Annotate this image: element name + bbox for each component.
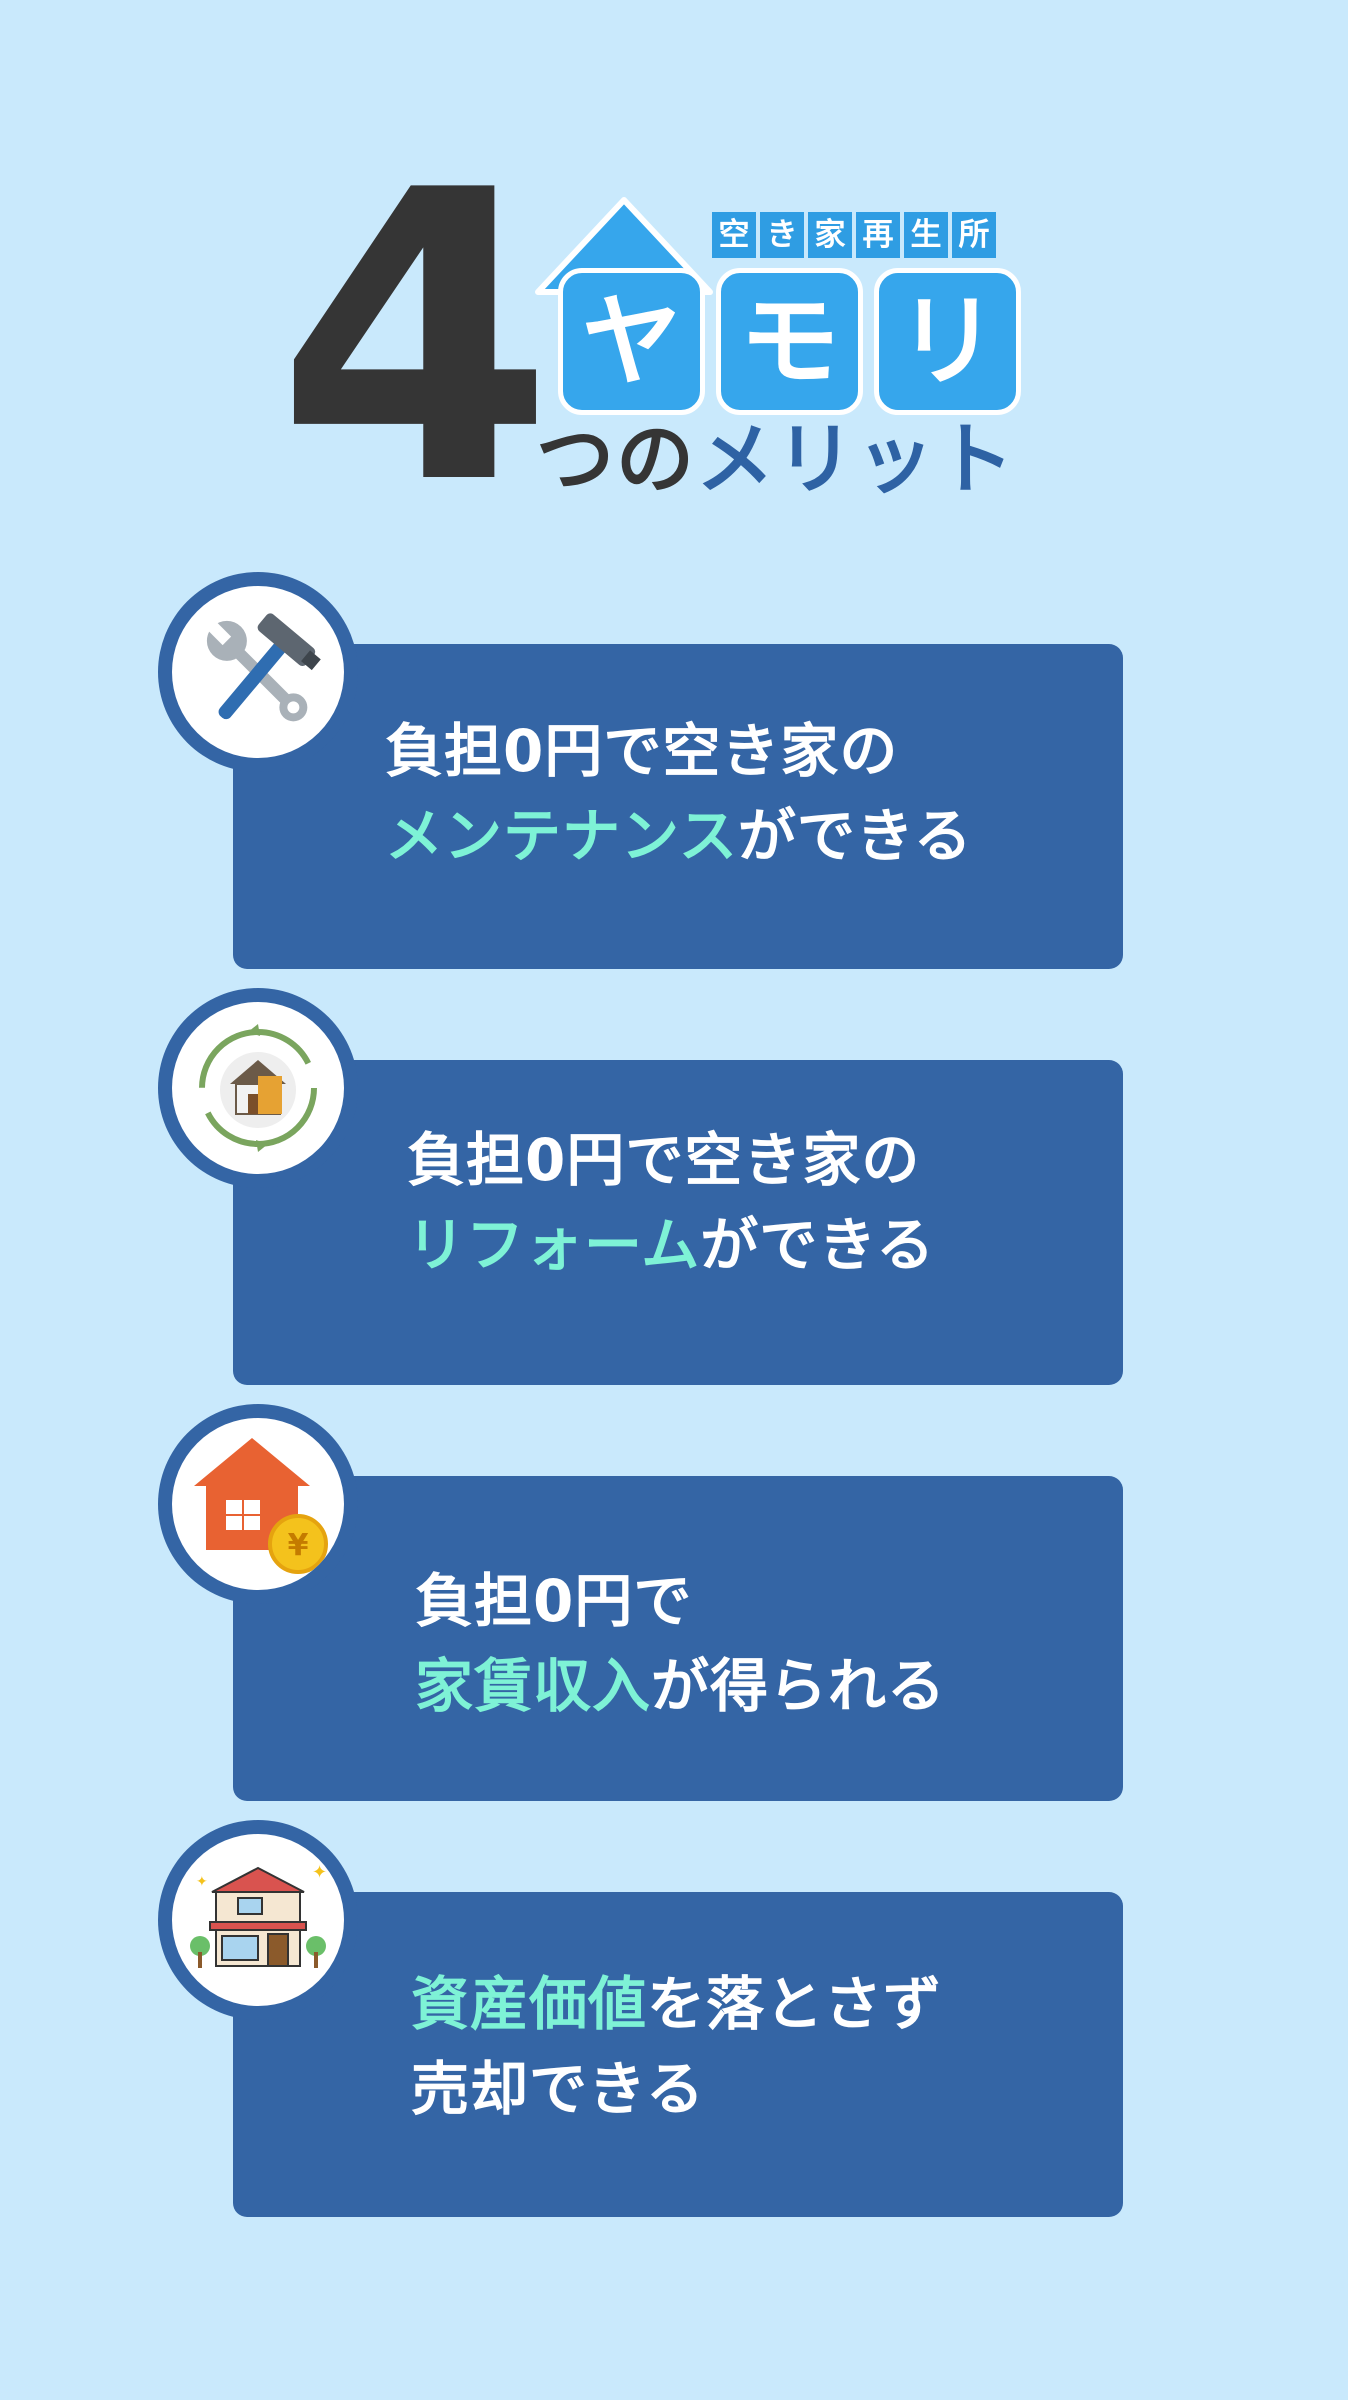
title-header: 4 空 き 家 再 生 所 ヤ モ リ つのメリット <box>0 0 1348 560</box>
svg-text:✦: ✦ <box>196 1874 208 1890</box>
title-prefix: つの <box>536 415 697 505</box>
merit-item: 負担0円で空き家の メンテナンスができる <box>0 572 1348 969</box>
merit-text: 負担0円で空き家の メンテナンスができる <box>385 709 973 879</box>
brand-subtitle-char: き <box>760 212 804 258</box>
merit-card: 資産価値を落とさず 売却できる <box>233 1892 1123 2217</box>
svg-text:¥: ¥ <box>288 1528 309 1563</box>
merit-card: 負担0円で空き家の リフォームができる <box>233 1060 1123 1385</box>
merit-line: リフォームができる <box>407 1203 935 1288</box>
merit-line: 資産価値を落とさず <box>411 1962 942 2047</box>
brand-subtitle-char: 所 <box>952 212 996 258</box>
merit-card: 負担0円で 家賃収入が得られる <box>233 1476 1123 1801</box>
merit-line-rest: が得られる <box>651 1652 947 1720</box>
merit-item: 資産価値を落とさず 売却できる ✦ ✦ <box>0 1820 1348 2217</box>
brand-subtitle: 空 き 家 再 生 所 <box>712 212 996 258</box>
tools-icon <box>205 613 321 722</box>
merit-line-rest: を落とさず <box>647 1970 943 2038</box>
icon-badge <box>158 988 358 1188</box>
icon-badge <box>158 572 358 772</box>
merit-card: 負担0円で空き家の メンテナンスができる <box>233 644 1123 969</box>
merit-line: 負担0円で空き家の <box>407 1126 921 1194</box>
merit-text: 資産価値を落とさず 売却できる <box>411 1962 942 2132</box>
brand-logo-char: ヤ <box>558 268 705 415</box>
merit-highlight: 資産価値 <box>411 1970 648 2038</box>
merit-text: 負担0円で 家賃収入が得られる <box>415 1559 946 1729</box>
icon-badge: ¥ <box>158 1404 358 1604</box>
brand-logo-char: モ <box>716 268 863 415</box>
icon-badge: ✦ ✦ <box>158 1820 358 2020</box>
merit-line-rest: ができる <box>737 802 973 870</box>
brand-logo-char: リ <box>874 268 1021 415</box>
merit-highlight: メンテナンス <box>385 802 738 870</box>
merit-item: 負担0円で空き家の リフォームができる <box>0 988 1348 1385</box>
merit-count-number: 4 <box>276 107 555 572</box>
brand-subtitle-char: 再 <box>856 212 900 258</box>
merit-line: 負担0円で空き家の <box>385 717 899 785</box>
brand-subtitle-char: 生 <box>904 212 948 258</box>
merit-highlight: 家賃収入 <box>415 1652 652 1720</box>
merit-text: 負担0円で空き家の リフォームができる <box>407 1118 935 1288</box>
renovation-house-icon <box>199 1024 317 1152</box>
brand-subtitle-char: 家 <box>808 212 852 258</box>
svg-text:✦: ✦ <box>312 1862 327 1883</box>
title-highlight: メリット <box>696 415 1017 505</box>
merit-highlight: リフォーム <box>407 1211 701 1279</box>
merit-line: 負担0円で <box>415 1567 693 1635</box>
merit-line: 売却できる <box>411 2055 705 2123</box>
merit-line: メンテナンスができる <box>385 794 973 879</box>
building-icon: ✦ ✦ <box>190 1862 327 1968</box>
merit-line-rest: ができる <box>700 1211 936 1279</box>
page-title: つのメリット <box>536 412 1016 508</box>
house-yen-icon: ¥ <box>194 1438 328 1574</box>
merit-line: 家賃収入が得られる <box>415 1644 946 1729</box>
brand-subtitle-char: 空 <box>712 212 756 258</box>
merit-item: 負担0円で 家賃収入が得られる ¥ <box>0 1404 1348 1801</box>
